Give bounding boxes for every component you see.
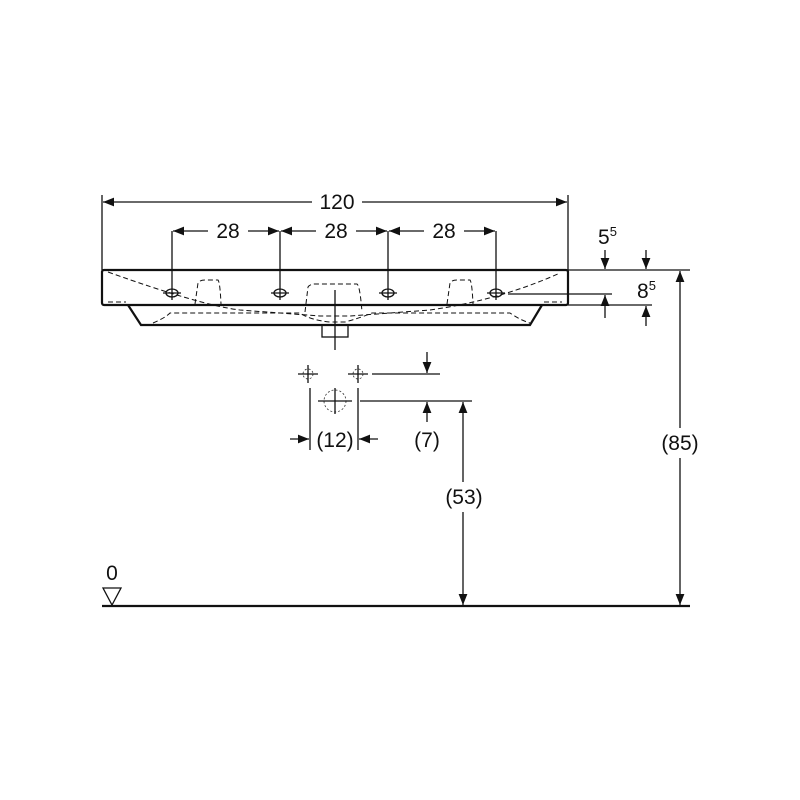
- tap-holes: [163, 231, 505, 300]
- dimension-overall-width: 120: [101, 188, 569, 270]
- drain-detail: (7) (12): [290, 352, 472, 452]
- svg-text:85: 85: [637, 278, 656, 303]
- floor-level-label: 0: [106, 562, 118, 585]
- tap-spacing-label: 28: [324, 220, 347, 243]
- dimension-tap-spacing: 28 28 28: [173, 218, 495, 244]
- dimension-rim-height: 85: [508, 278, 656, 326]
- dimension-rim-offset: 55: [568, 224, 690, 271]
- level-triangle-icon: [101, 587, 123, 607]
- tap-spacing-label: 28: [216, 220, 239, 243]
- floor-level: 0: [101, 562, 690, 608]
- drain-spacing-label: (12): [316, 429, 353, 452]
- dimension-rim-top-height: (85): [656, 271, 704, 605]
- basin-outline: [100, 268, 570, 350]
- overall-width-label: 120: [319, 191, 354, 214]
- rim-top-height-label: (85): [661, 432, 698, 455]
- rim-height-label: 8: [637, 280, 649, 303]
- tap-spacing-label: 28: [432, 220, 455, 243]
- dimension-drain-height: (53): [440, 402, 488, 605]
- rim-height-sup: 5: [649, 278, 656, 293]
- drain-offset-label: (7): [414, 429, 440, 452]
- rim-offset-label: 5: [598, 226, 610, 249]
- drain-height-label: (53): [445, 486, 482, 509]
- rim-offset-sup: 5: [610, 224, 617, 239]
- svg-text:55: 55: [598, 224, 617, 249]
